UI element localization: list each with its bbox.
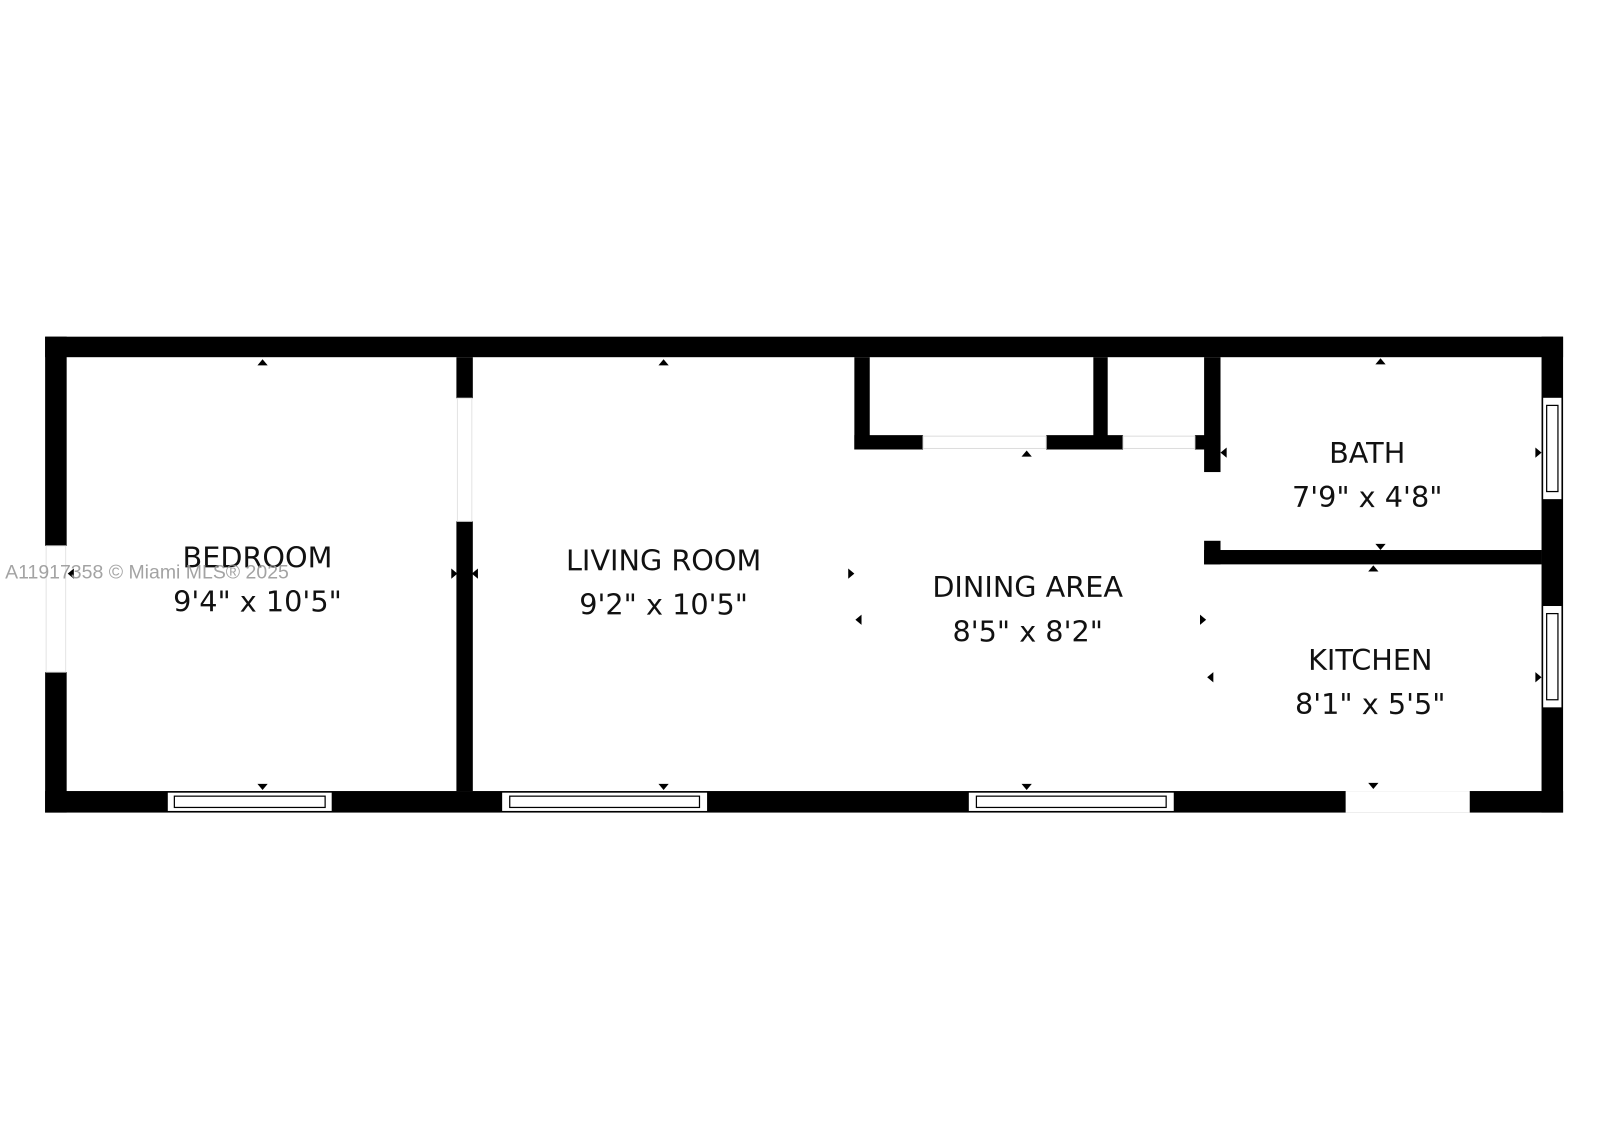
room-name-kitchen: KITCHEN xyxy=(1308,643,1432,677)
dimension-arrow-icon xyxy=(257,359,268,366)
outer-wall-top xyxy=(45,336,1564,358)
dimension-arrow-icon xyxy=(1535,447,1542,458)
dimension-arrow-icon xyxy=(1375,543,1386,551)
room-name-dining-area: DINING AREA xyxy=(932,570,1123,604)
dimension-arrow-icon xyxy=(1375,358,1386,365)
windows xyxy=(166,396,1563,813)
kitchen-exterior-opening xyxy=(1345,791,1470,813)
room-dimensions-living-room: 9'2" x 10'5" xyxy=(579,588,748,622)
room-name-bath: BATH xyxy=(1329,436,1405,470)
closet-wall xyxy=(1046,435,1124,450)
interior-wall xyxy=(456,357,473,399)
room-labels: BEDROOM 9'4" x 10'5" LIVING ROOM 9'2" x … xyxy=(173,436,1445,721)
outer-wall-left xyxy=(45,672,67,813)
outer-wall-left xyxy=(45,336,67,546)
dimension-arrow-icon xyxy=(67,568,74,579)
dimension-arrow-icon xyxy=(658,783,669,791)
walls xyxy=(45,336,1564,813)
room-dimensions-bedroom: 9'4" x 10'5" xyxy=(173,585,342,619)
dimension-arrow-icon xyxy=(1368,565,1379,572)
window-pane xyxy=(1546,404,1559,493)
closet-wall xyxy=(854,435,924,450)
room-dimensions-kitchen: 8'1" x 5'5" xyxy=(1295,687,1445,721)
dimension-arrows xyxy=(67,358,1542,791)
room-name-bedroom: BEDROOM xyxy=(183,540,333,574)
interior-wall xyxy=(456,521,473,792)
window-pane xyxy=(173,795,326,809)
closet-opening xyxy=(1122,435,1196,449)
dimension-arrow-icon xyxy=(1021,450,1032,457)
dimension-arrow-icon xyxy=(1535,672,1542,683)
window-pane xyxy=(509,795,701,809)
window-pane xyxy=(975,795,1167,809)
room-dimensions-bath: 7'9" x 4'8" xyxy=(1292,480,1442,514)
bedroom-doorway xyxy=(456,397,473,522)
bedroom-exterior-opening xyxy=(45,545,67,673)
dimension-arrow-icon xyxy=(471,568,478,579)
dimension-arrow-icon xyxy=(855,614,862,625)
dimension-arrow-icon xyxy=(658,359,669,366)
dimension-arrow-icon xyxy=(848,568,855,579)
bath-wall xyxy=(1204,357,1221,473)
closet-wall xyxy=(1093,357,1108,440)
room-name-living-room: LIVING ROOM xyxy=(566,544,761,578)
dimension-arrow-icon xyxy=(1200,614,1207,625)
bath-kitchen-wall xyxy=(1204,550,1542,565)
window-pane xyxy=(1546,612,1559,701)
dimension-arrow-icon xyxy=(1021,783,1032,791)
dimension-arrow-icon xyxy=(451,568,458,579)
dimension-arrow-icon xyxy=(257,783,268,791)
dimension-arrow-icon xyxy=(1220,447,1227,458)
mls-watermark: A11917358 © Miami MLS® 2025 xyxy=(5,562,289,584)
openings xyxy=(45,397,1470,813)
dimension-arrow-icon xyxy=(1368,782,1379,789)
closet-opening xyxy=(922,435,1047,449)
closet-wall xyxy=(854,357,870,450)
outer-wall-bottom xyxy=(45,791,1564,813)
room-dimensions-dining-area: 8'5" x 8'2" xyxy=(952,614,1102,648)
dimension-arrow-icon xyxy=(1207,672,1214,683)
